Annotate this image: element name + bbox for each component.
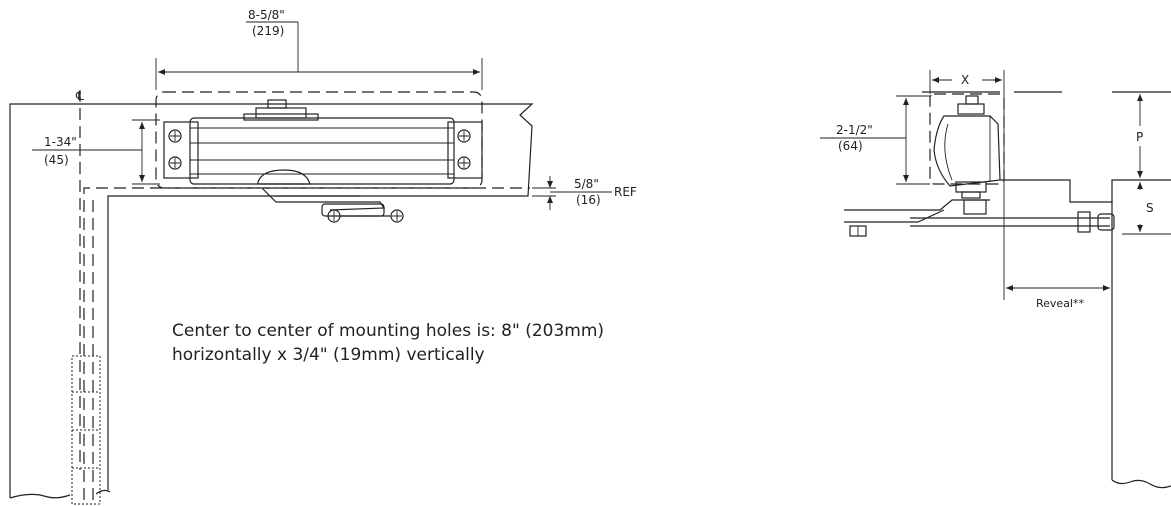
mounting-screw-icon — [168, 129, 471, 170]
door-frame — [9, 103, 534, 499]
dimension-overall-width: 8-5/8" (219) — [155, 8, 483, 90]
ref-label: REF — [614, 185, 637, 199]
side-height-mm-label: (64) — [838, 139, 863, 153]
closer-arm — [844, 199, 1115, 237]
body-height-mm-label: (45) — [44, 153, 69, 167]
door-outline-dashed — [83, 187, 530, 500]
dimension-ref-offset: 5/8" (16) REF — [532, 176, 637, 210]
closer-body — [163, 99, 483, 223]
ref-offset-label: 5/8" — [574, 177, 599, 191]
reveal-label: Reveal** — [1036, 297, 1084, 310]
overall-width-mm-label: (219) — [252, 24, 284, 38]
overall-width-label: 8-5/8" — [248, 8, 285, 22]
side-envelope — [929, 93, 1005, 185]
p-label: P — [1136, 130, 1143, 144]
side-height-label: 2-1/2" — [836, 123, 873, 137]
side-view: X 2-1/2" (64) P S Reveal** — [820, 70, 1171, 489]
front-view: ℄ — [9, 8, 637, 505]
closer-side-body — [933, 95, 1001, 199]
dimension-p: P — [1136, 94, 1143, 178]
side-frame — [922, 91, 1171, 489]
mounting-note-line1: Center to center of mounting holes is: 8… — [172, 321, 604, 341]
s-label: S — [1146, 201, 1154, 215]
dimension-s: S — [1122, 182, 1171, 235]
centerline-symbol: ℄ — [75, 89, 84, 103]
x-label: X — [961, 73, 969, 87]
dimension-x: X — [932, 73, 1002, 87]
dimension-body-height: 1-34" (45) — [32, 119, 160, 185]
dimension-side-height: 2-1/2" (64) — [820, 95, 930, 185]
mounting-note-line2: horizontally x 3/4" (19mm) vertically — [172, 345, 485, 365]
body-height-label: 1-34" — [44, 135, 77, 149]
hinge — [71, 355, 101, 505]
dimension-reveal: Reveal** — [1006, 285, 1110, 310]
ref-offset-mm-label: (16) — [576, 193, 601, 207]
